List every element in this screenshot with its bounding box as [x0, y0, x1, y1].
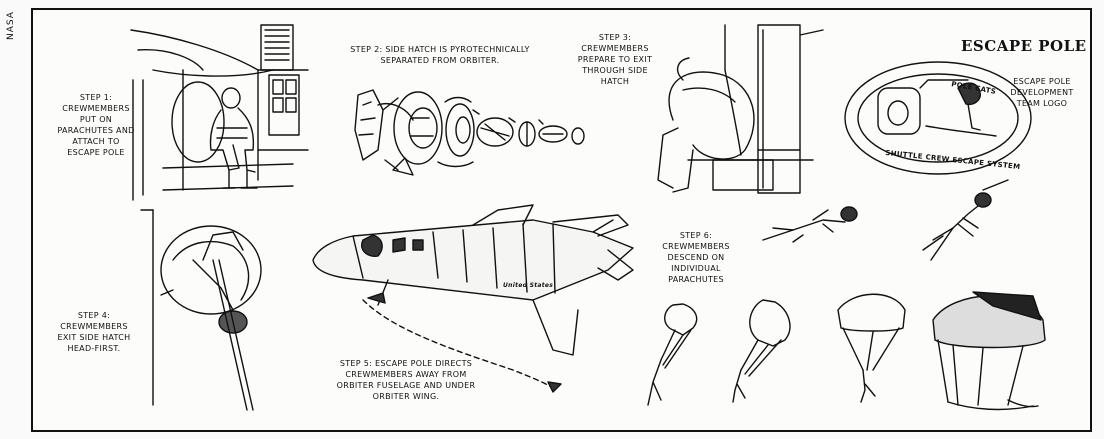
step1-crew-seat-art — [130, 24, 309, 201]
escape-pole-illustration — [130, 24, 1046, 411]
logo-caption: ESCAPE POLE DEVELOPMENT TEAM LOGO — [1010, 77, 1074, 108]
step1-caption: STEP 1: CREWMEMBERS PUT ON PARACHUTES AN… — [57, 93, 135, 157]
nasa-side-label: NASA — [6, 11, 16, 40]
step4-caption: STEP 4: CREWMEMBERS EXIT SIDE HATCH HEAD… — [57, 311, 131, 353]
orbiter-art — [312, 204, 634, 393]
step4-head-first-exit-art — [140, 209, 262, 411]
step2-caption: STEP 2: SIDE HATCH IS PYROTECHNICALLY SE… — [350, 45, 530, 65]
diagram-frame: ESCAPE POLE STEP 1: CREWMEMBERS PUT ON P… — [31, 8, 1092, 432]
step5-caption: STEP 5: ESCAPE POLE DIRECTS CREWMEMBERS … — [336, 359, 476, 401]
orbiter-name: United States — [503, 282, 554, 289]
step3-crew-at-hatch-art — [657, 24, 824, 194]
step2-hatch-separation-art — [354, 89, 585, 176]
pole-cats-logo — [844, 61, 1032, 175]
freefall-crew-art — [762, 179, 1009, 261]
step6-caption: STEP 6: CREWMEMBERS DESCEND ON INDIVIDUA… — [662, 231, 730, 284]
step3-caption: STEP 3: CREWMEMBERS PREPARE TO EXIT THRO… — [577, 33, 653, 86]
diagram-title: ESCAPE POLE — [961, 37, 1087, 55]
parachute-sequence-art — [647, 291, 1046, 411]
